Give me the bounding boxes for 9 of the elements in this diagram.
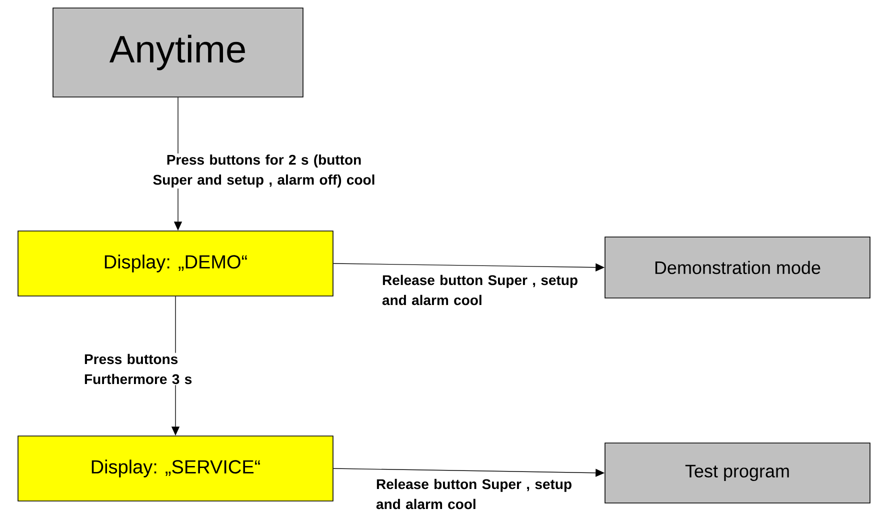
start-box: Anytime <box>52 8 304 98</box>
mode-box: Test program <box>604 442 870 504</box>
edge-label: Press buttons for 2 s (button Super and setup , alarm off) cool <box>153 154 374 188</box>
display-box: Display: „SERVICE“ <box>18 436 334 502</box>
edge-label: Press buttons Furthermore 3 s <box>84 354 192 384</box>
display-box: Display: „DEMO“ <box>18 230 334 296</box>
mode-box: Demonstration mode <box>604 236 870 298</box>
edge-label: Release button Super , setup and alarm cool <box>382 274 578 306</box>
edge-label: Release button Super , setup and alarm cool <box>376 478 572 510</box>
